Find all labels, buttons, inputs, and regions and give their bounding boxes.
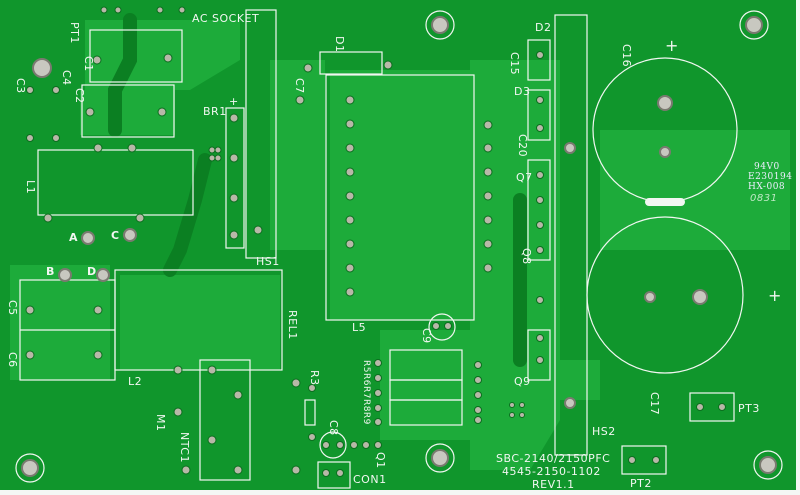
label-c15: C15 [508, 52, 521, 76]
label-hs1: HS1 [256, 255, 280, 268]
label-r5-r9: R5R6R7R8R9 [361, 360, 371, 425]
label-c17: C17 [648, 392, 661, 416]
label-l5: L5 [352, 321, 367, 334]
label-ntc1: NTC1 [178, 432, 191, 463]
ul-file-number: E230194 [748, 172, 793, 182]
label-l1: L1 [24, 180, 37, 195]
label-c3: C3 [14, 78, 27, 94]
mounting-holes [21, 16, 777, 477]
date-code: 0831 [750, 193, 778, 204]
label-c4: C4 [60, 70, 73, 86]
label-d2: D2 [535, 21, 552, 34]
pads [25, 6, 726, 477]
label-r3: R3 [308, 370, 321, 386]
label-m1: M1 [154, 414, 167, 432]
label-c6: C6 [6, 352, 19, 368]
ul-rating: 94V0 [754, 162, 780, 172]
label-pt3: PT3 [738, 402, 760, 415]
label-c20: C20 [516, 134, 529, 158]
copper-pours [10, 20, 790, 470]
label-d3: D3 [514, 85, 531, 98]
label-c7: C7 [293, 78, 306, 94]
label-br1: BR1 [203, 105, 227, 118]
label-ac-socket: AC SOCKET [192, 12, 260, 25]
label-c: C [111, 229, 120, 242]
label-l2: L2 [128, 375, 143, 388]
label-pt2: PT2 [630, 477, 652, 490]
label-q9: Q9 [514, 375, 531, 388]
label-pt1: PT1 [68, 22, 81, 44]
label-c8: C8 [327, 420, 340, 436]
label-d1: D1 [333, 36, 346, 53]
label-con1: CON1 [353, 473, 387, 486]
label-a: A [69, 231, 79, 244]
label-c2: C2 [73, 88, 86, 104]
board-part-number: 4545-2150-1102 [502, 465, 601, 478]
label-d: D [87, 265, 97, 278]
label-q8: Q8 [520, 248, 533, 265]
label-b: B [46, 265, 55, 278]
label-c17-plus: + [768, 286, 782, 305]
silkscreen-outlines [15, 9, 783, 489]
label-c16-plus: + [665, 36, 679, 55]
label-rel1: REL1 [286, 310, 299, 340]
wide-traces [108, 13, 527, 367]
maker-code: HX-008 [748, 182, 786, 192]
label-c9: C9 [420, 328, 433, 344]
label-c1: C1 [82, 56, 95, 72]
label-q7: Q7 [516, 171, 533, 184]
label-hs2: HS2 [592, 425, 616, 438]
label-c16: C16 [620, 44, 633, 68]
label-c5: C5 [6, 300, 19, 316]
label-q1: Q1 [374, 452, 387, 469]
label-br1-plus: + [229, 95, 239, 108]
board-revision: REV1.1 [532, 478, 575, 490]
board-model: SBC-2140/2150PFC [496, 452, 611, 465]
